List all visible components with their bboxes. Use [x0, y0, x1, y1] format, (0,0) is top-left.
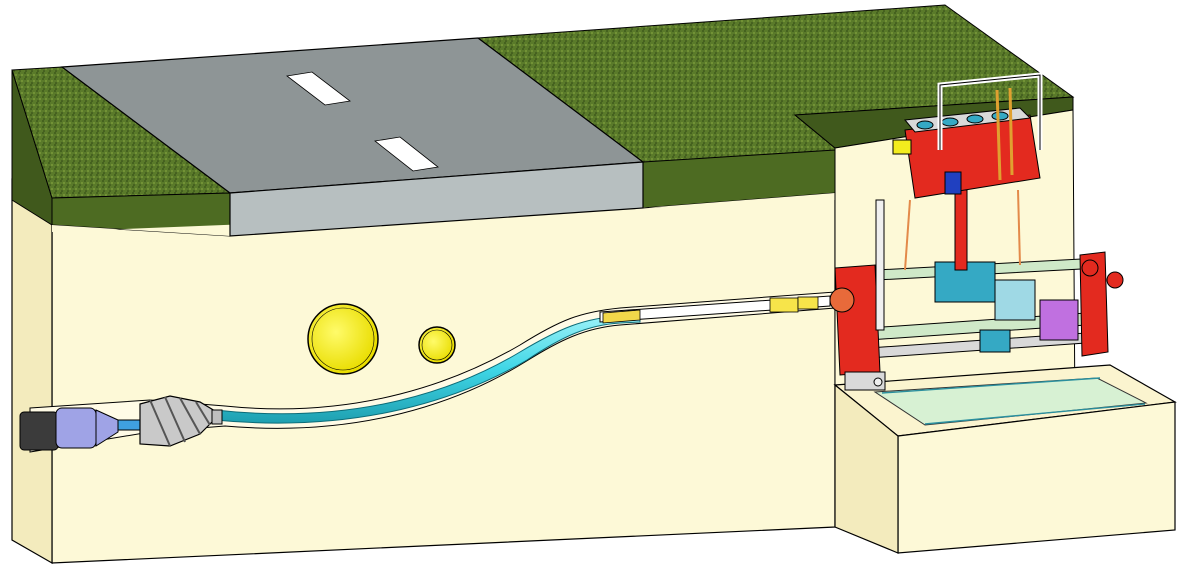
- reamer-assembly: [19, 395, 223, 451]
- road: [60, 37, 645, 237]
- rig-pad-left: [834, 383, 899, 554]
- soil-front-face: [11, 192, 836, 564]
- road-marking-1: [286, 71, 351, 106]
- rig-frame-left: [834, 264, 881, 376]
- utility-pipe-small: [418, 326, 456, 364]
- utility-pipes: [307, 303, 456, 375]
- rig-mast: [954, 189, 968, 271]
- ground-block: [11, 4, 1075, 565]
- drill-pipe: [214, 315, 641, 424]
- drilling-rig: [829, 72, 1124, 391]
- road-marking-2: [374, 136, 439, 172]
- utility-pipe-large: [307, 303, 379, 375]
- rig-frame-right: [1079, 251, 1109, 357]
- road-edge: [229, 161, 644, 237]
- bore-path: [29, 291, 836, 453]
- pulled-pipe-end: [19, 411, 59, 451]
